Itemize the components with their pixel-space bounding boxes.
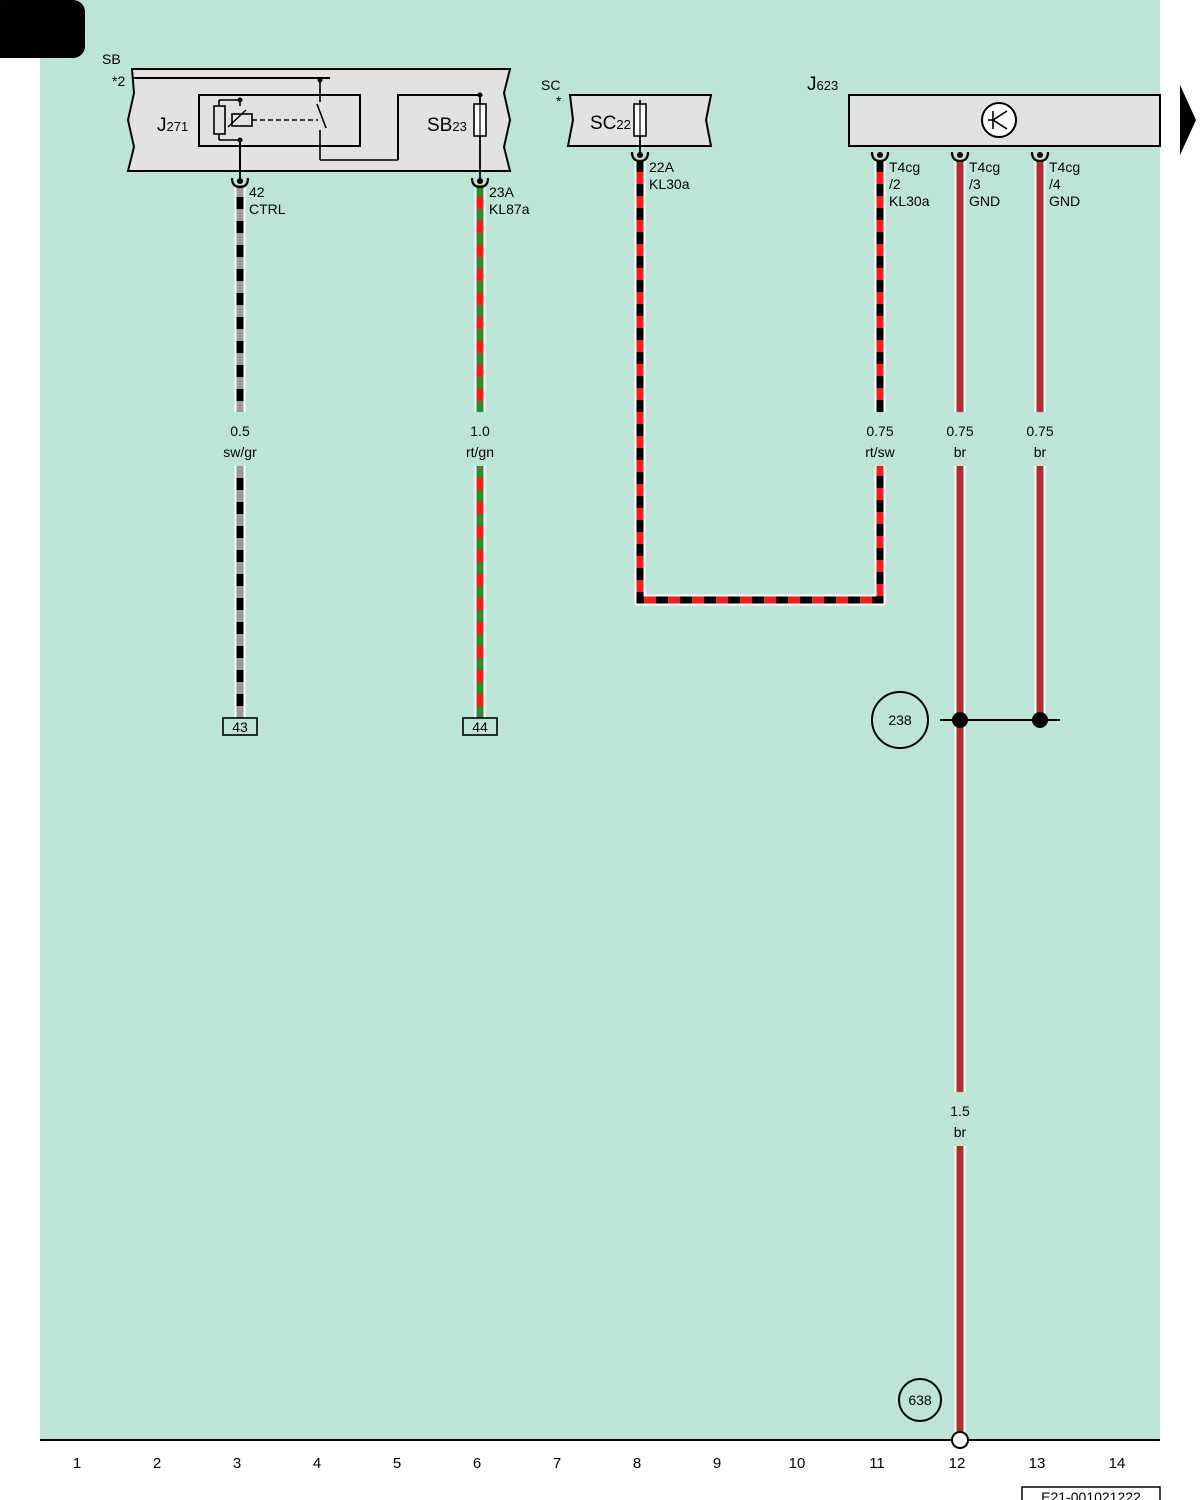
column-number-8: 8 (633, 1455, 641, 1472)
wire-col13-size: 0.75 (1026, 423, 1053, 439)
ref-44-box[interactable]: 44 (462, 717, 498, 736)
pin-t4cg4-connector-icon (1030, 151, 1050, 163)
ecu-j623-label: J623 (807, 74, 838, 95)
pin-22a-number: 22A (649, 159, 675, 175)
wire-col12-color: br (954, 444, 967, 460)
pin-t4cg3-connector-icon (950, 151, 970, 163)
page-badge (0, 0, 85, 58)
column-number-9: 9 (713, 1455, 721, 1472)
column-number-12: 12 (949, 1455, 966, 1472)
column-number-11: 11 (869, 1455, 885, 1472)
column-number-1: 1 (73, 1455, 81, 1472)
ecu-j623[interactable] (848, 94, 1161, 147)
pin-t4cg4-connector: T4cg (1049, 159, 1080, 175)
fuse-sb23[interactable] (398, 92, 487, 182)
sc-carrier-label: SC (541, 77, 560, 93)
pin-23a-signal: KL87a (489, 201, 530, 217)
wire-col12-size: 0.75 (946, 423, 973, 439)
ground-point-638[interactable]: 638 (898, 1378, 942, 1422)
wire-col8-loop[interactable] (634, 160, 886, 606)
pin-t4cg3-signal: GND (969, 193, 1000, 209)
pin-t4cg2-connector-icon (870, 151, 890, 163)
pin-t4cg3-pin: /3 (969, 176, 981, 192)
wire-col6-size: 1.0 (470, 423, 490, 439)
svg-text:43: 43 (232, 719, 248, 735)
column-number-7: 7 (553, 1455, 561, 1472)
wire-col12-lower-color: br (954, 1124, 967, 1140)
wire-col11-color: rt/sw (865, 444, 895, 460)
pin-t4cg4-signal: GND (1049, 193, 1080, 209)
wire-col3-size: 0.5 (230, 423, 250, 439)
pin-22a-signal: KL30a (649, 176, 690, 192)
column-number-6: 6 (473, 1455, 481, 1472)
ground-point-238[interactable]: 238 (871, 691, 929, 749)
sc-carrier-note: * (556, 93, 562, 109)
pins-layer (230, 151, 1050, 189)
relay-j271[interactable] (198, 77, 398, 182)
wire-col13-color: br (1034, 444, 1047, 460)
pin-42-signal: CTRL (249, 201, 286, 217)
fuse-sb23-label: SB23 (427, 115, 467, 136)
pin-t4cg2-connector-icon-dot (877, 152, 883, 158)
column-number-14: 14 (1109, 1455, 1126, 1472)
pin-t4cg3-connector-icon-dot (957, 152, 963, 158)
column-number-13: 13 (1029, 1455, 1046, 1472)
pin-42-number: 42 (249, 184, 265, 200)
wire-col12-lower-size: 1.5 (950, 1103, 970, 1119)
diagram-id-box: E21-001021222 (1021, 1486, 1161, 1500)
svg-text:638: 638 (908, 1392, 932, 1408)
column-number-4: 4 (313, 1455, 321, 1472)
pin-t4cg4-pin: /4 (1049, 176, 1061, 192)
column-number-10: 10 (789, 1455, 806, 1472)
sc-fuse-carrier[interactable] (566, 94, 713, 155)
relay-j271-label: J271 (157, 115, 188, 136)
svg-text:44: 44 (472, 719, 488, 735)
pin-t4cg3-connector: T4cg (969, 159, 1000, 175)
wire-col3-color: sw/gr (223, 444, 257, 460)
pin-t4cg4-connector-icon-dot (1037, 152, 1043, 158)
splice-dot-col12 (952, 712, 968, 728)
pin-23a-connector (470, 177, 490, 189)
pin-t4cg2-connector: T4cg (889, 159, 920, 175)
ground-terminal-col12 (951, 1431, 969, 1449)
svg-text:238: 238 (888, 712, 912, 728)
splice-dot-col13 (1032, 712, 1048, 728)
column-number-5: 5 (393, 1455, 401, 1472)
sb-carrier-label: SB (102, 51, 121, 67)
column-number-2: 2 (153, 1455, 161, 1472)
wire-col11-size: 0.75 (866, 423, 893, 439)
ecu-transistor-icon (981, 102, 1017, 138)
continue-right-icon[interactable] (1180, 85, 1196, 155)
pin-23a-connector-dot (477, 178, 483, 184)
sb-carrier-note: *2 (112, 73, 125, 89)
pin-23a-number: 23A (489, 184, 515, 200)
wire-col6-color: rt/gn (466, 444, 494, 460)
pin-t4cg2-signal: KL30a (889, 193, 930, 209)
pin-42-connector (230, 177, 250, 189)
pin-22a-connector-dot (637, 152, 643, 158)
pin-22a-connector (630, 151, 650, 163)
fuse-sc22-label: SC22 (590, 113, 631, 134)
ref-43-box[interactable]: 43 (222, 717, 258, 736)
pin-42-connector-dot (237, 178, 243, 184)
pin-t4cg2-pin: /2 (889, 176, 901, 192)
column-number-3: 3 (233, 1455, 241, 1472)
svg-text:E21-001021222: E21-001021222 (1041, 1489, 1141, 1500)
wires-layer (234, 160, 1046, 1432)
